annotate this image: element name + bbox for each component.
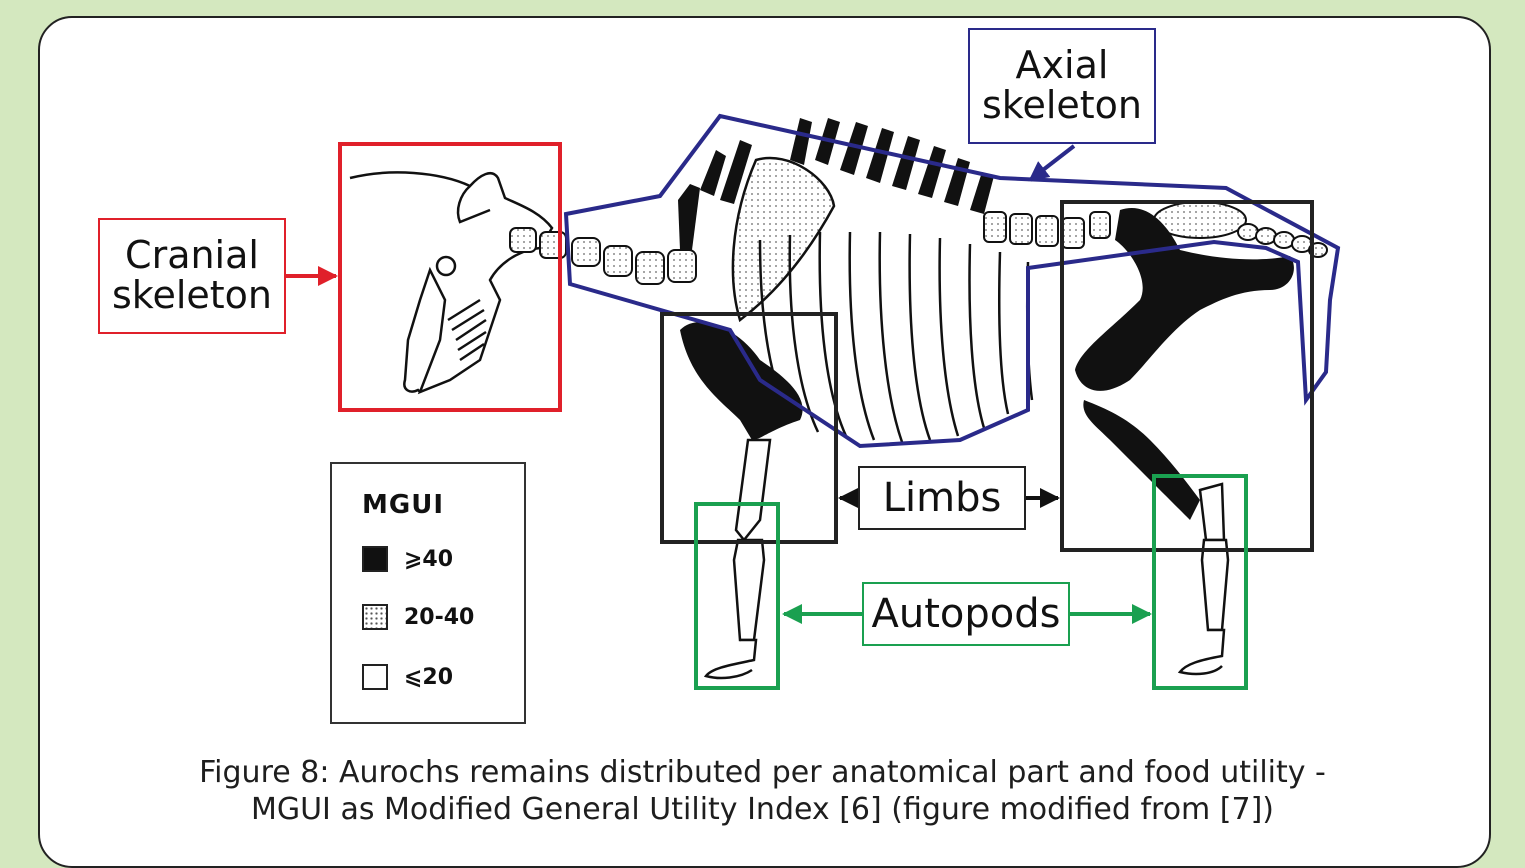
legend-item-label: ⩾40 [404,547,453,572]
white-swatch-icon [362,664,388,690]
axial-skeleton-label: Axial skeleton [968,28,1156,144]
limbs-label: Limbs [858,466,1026,530]
legend-title: MGUI [362,490,444,520]
cervical-vertebrae-drawing [510,228,696,284]
legend-item-medium: 20-40 [362,604,474,630]
hind-autopod-box [1154,476,1246,688]
legend-item-label: ⩽20 [404,665,453,690]
dorsal-spines-drawing [678,118,994,250]
axial-arrow [1030,146,1074,180]
autopods-label: Autopods [862,582,1070,646]
legend-item-high: ⩾40 [362,546,453,572]
mgui-legend: MGUI ⩾40 20-40 ⩽20 [330,462,526,724]
skull-drawing [350,172,552,392]
forelimb-drawing [680,322,803,678]
cranial-skeleton-label: Cranial skeleton [98,218,286,334]
figure-caption: Figure 8: Aurochs remains distributed pe… [60,754,1465,828]
caption-line-1: Figure 8: Aurochs remains distributed pe… [60,754,1465,791]
black-swatch-icon [362,546,388,572]
stippled-swatch-icon [362,604,388,630]
legend-item-low: ⩽20 [362,664,453,690]
legend-item-label: 20-40 [404,605,474,630]
caption-line-2: MGUI as Modified General Utility Index [… [60,791,1465,828]
cranial-box [340,144,560,410]
hindlimb-drawing [1075,208,1294,674]
